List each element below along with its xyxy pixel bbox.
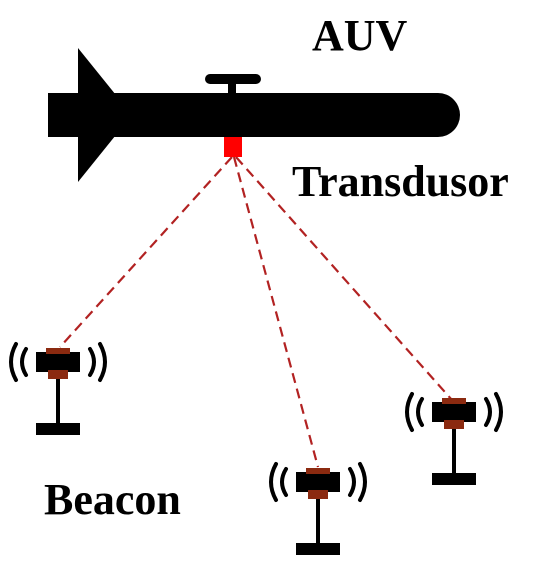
transducer-icon bbox=[224, 137, 242, 157]
auv-hull bbox=[48, 93, 460, 137]
acoustic-links bbox=[59, 156, 453, 468]
auv-mast-top bbox=[205, 74, 261, 84]
signal-waves-icon bbox=[9, 342, 107, 382]
acoustic-link-center bbox=[232, 156, 320, 468]
beacon-label: Beacon bbox=[44, 475, 181, 524]
beacon-icon bbox=[269, 462, 367, 555]
beacon-icon bbox=[9, 342, 107, 435]
signal-waves-icon bbox=[405, 392, 503, 432]
transducer-label: Transdusor bbox=[292, 157, 509, 206]
acoustic-link-right bbox=[235, 156, 453, 401]
auv-mast bbox=[228, 78, 236, 94]
auv-label: AUV bbox=[312, 11, 408, 60]
auv-icon bbox=[48, 48, 460, 182]
acoustic-link-left bbox=[59, 156, 233, 348]
beacon-icon bbox=[405, 392, 503, 485]
signal-waves-icon bbox=[269, 462, 367, 502]
